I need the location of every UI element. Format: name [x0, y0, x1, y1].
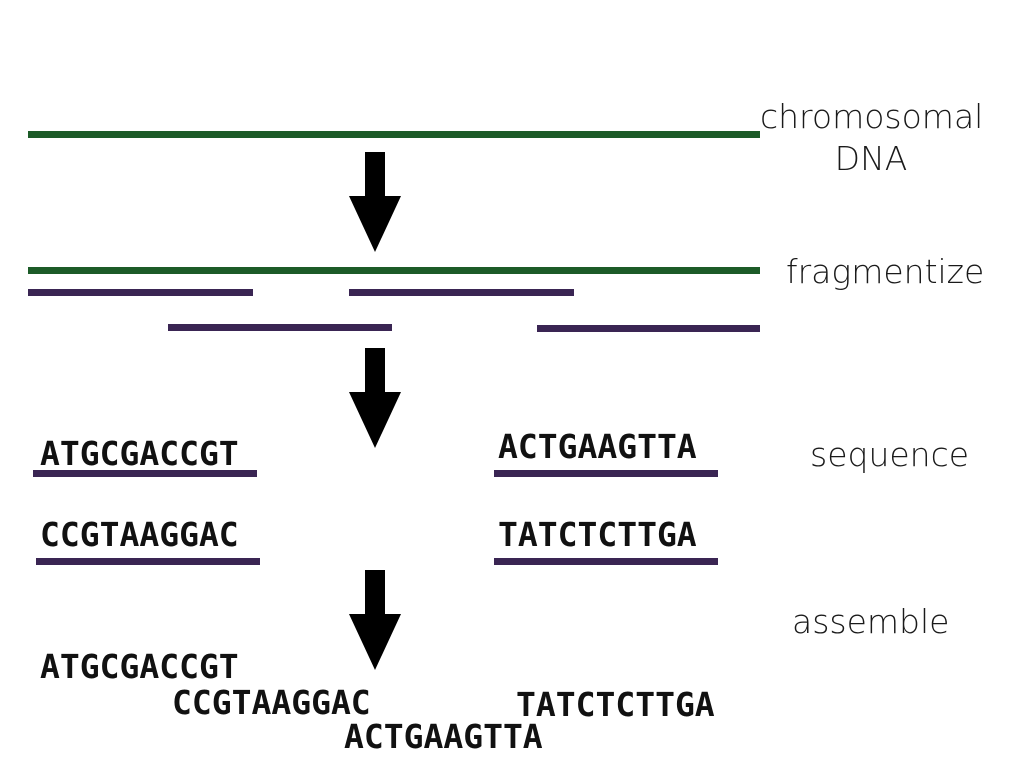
fragment-line	[28, 289, 253, 296]
chromosomal-label-line1: chromosomal	[760, 97, 984, 136]
read-underline	[494, 558, 718, 565]
assembled-read: CCGTAAGGAC	[172, 683, 371, 722]
read-sequence: ATGCGACCGT	[40, 434, 239, 473]
fragment-line	[349, 289, 574, 296]
read-sequence: CCGTAAGGAC	[40, 515, 239, 554]
sequence-label: sequence	[810, 435, 970, 474]
chromosomal-label: chromosomal DNA	[760, 96, 984, 180]
chromosomal-dna-line	[28, 131, 760, 138]
read-underline	[33, 470, 257, 477]
assemble-label: assemble	[792, 602, 950, 641]
read-underline	[494, 470, 718, 477]
down-arrow-icon	[349, 570, 401, 670]
assembled-read: ATGCGACCGT	[40, 647, 239, 686]
fragment-line	[168, 324, 392, 331]
read-sequence: TATCTCTTGA	[498, 515, 697, 554]
read-sequence: ACTGAAGTTA	[498, 427, 697, 466]
down-arrow-icon	[349, 348, 401, 448]
chromosomal-label-line2: DNA	[834, 139, 908, 178]
dna-copy-line	[28, 267, 760, 274]
fragment-line	[537, 325, 760, 332]
fragmentize-label: fragmentize	[786, 252, 985, 291]
read-underline	[36, 558, 260, 565]
assembled-read: ACTGAAGTTA	[344, 717, 543, 756]
down-arrow-icon	[349, 152, 401, 252]
assembled-read: TATCTCTTGA	[516, 685, 715, 724]
